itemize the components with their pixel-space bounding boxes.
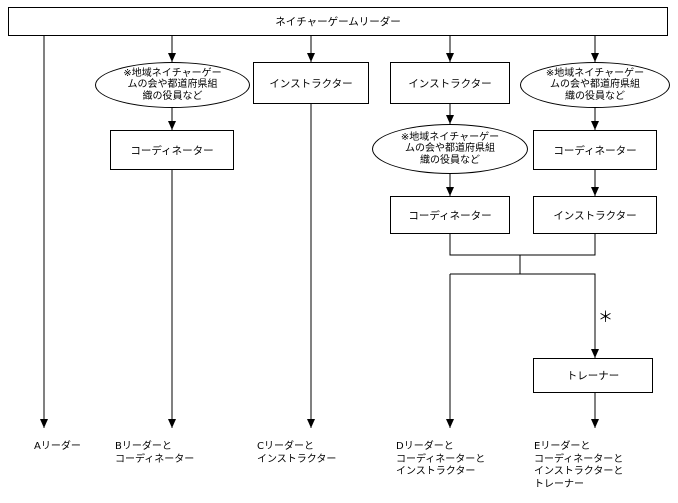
merge-trunk [450,255,521,275]
root-node: ネイチャーゲームリーダー [8,7,668,36]
note-symbol: ＊ [598,308,614,326]
instructor-node-c: インストラクター [253,62,369,104]
instructor-node-d: インストラクター [390,62,510,104]
outcome-d: Dリーダーと コーディネーターと インストラクター [396,441,486,477]
coordinator-node-d: コーディネーター [390,196,510,234]
merge-lines [449,234,596,256]
oval-node-e: ※地域ネイチャーゲー ムの会や都道府県組 織の役員など [520,62,670,108]
outcome-e: Eリーダーと コーディネーターと インストラクターと トレーナー [534,441,624,490]
path-e-trunk [520,273,599,358]
oval-node-d: ※地域ネイチャーゲー ムの会や都道府県組 織の役員など [372,124,528,174]
instructor-node-e: インストラクター [533,196,657,234]
outcome-b: Bリーダーと コーディネーター [115,441,195,465]
oval-node-b: ※地域ネイチャーゲー ムの会や都道府県組 織の役員など [95,62,250,108]
coordinator-node-b: コーディネーター [110,130,234,170]
coordinator-node-e: コーディネーター [533,130,657,170]
outcome-c: Cリーダーと インストラクター [257,441,337,465]
outcome-a: Aリーダー [34,441,81,452]
trainer-node: トレーナー [533,358,653,393]
